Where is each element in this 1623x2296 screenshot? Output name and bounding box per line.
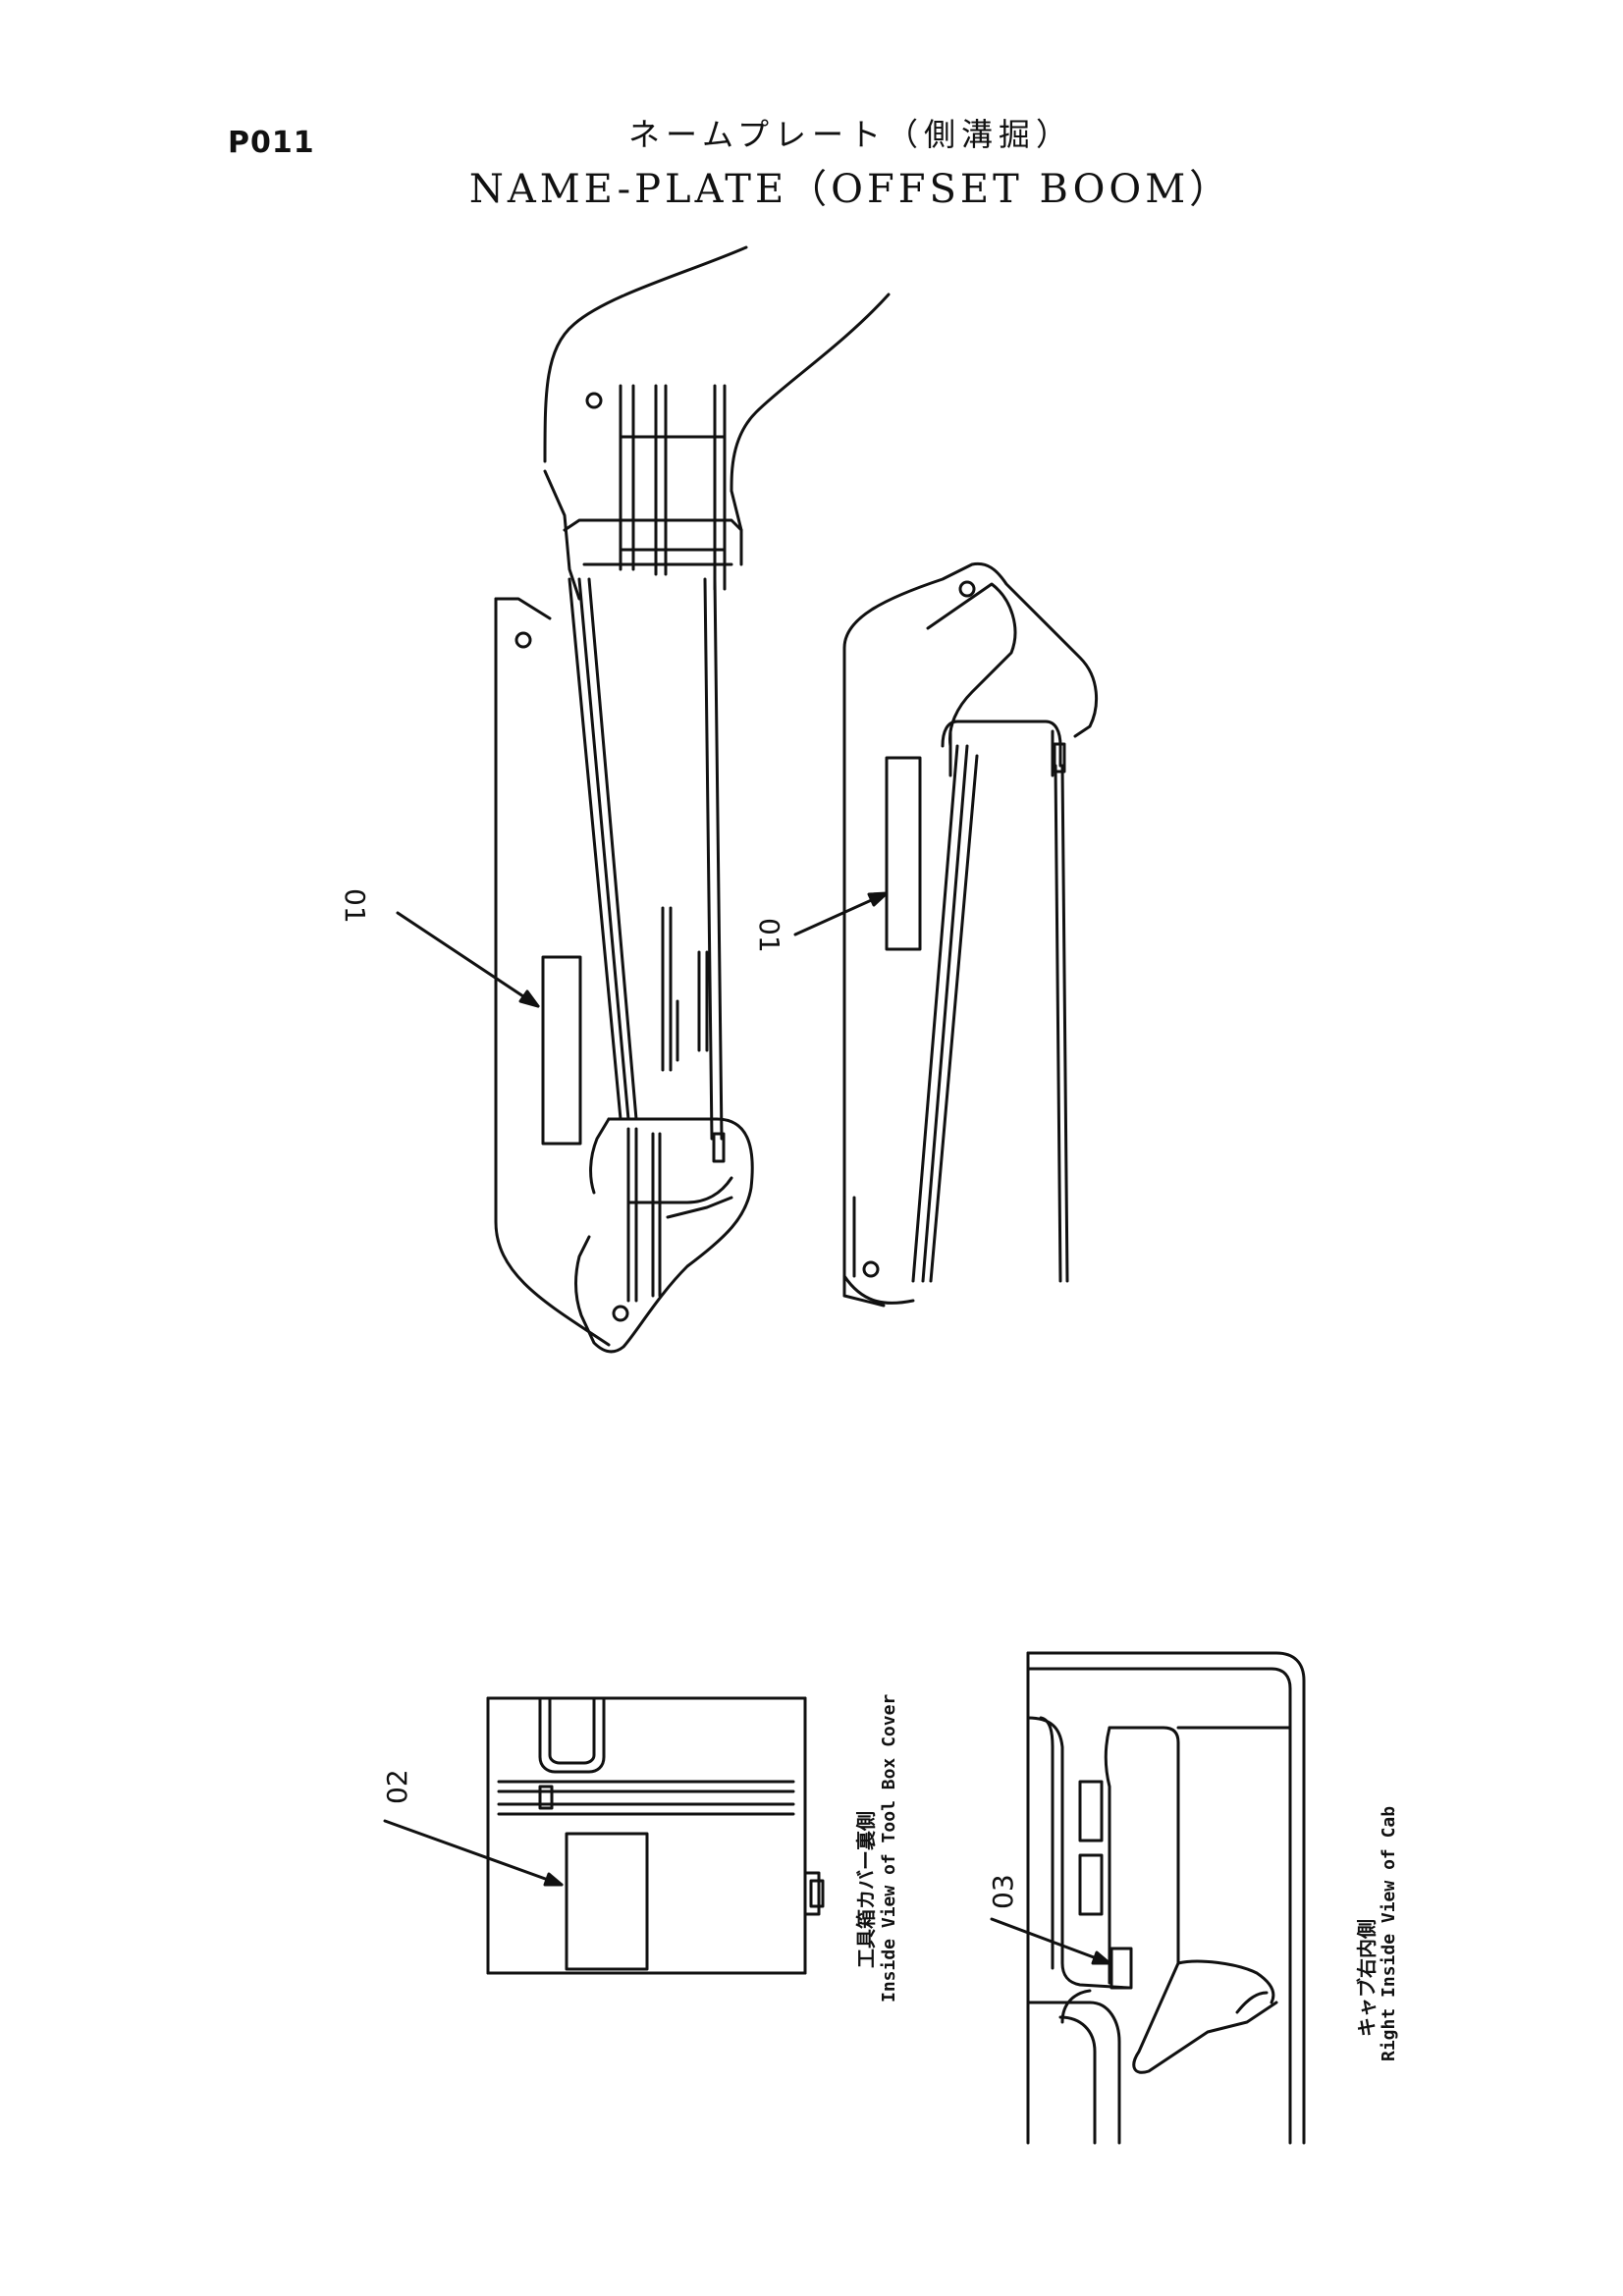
callout-02: 02 xyxy=(381,1769,413,1804)
toolbox-caption-en: Inside View of Tool Box Cover xyxy=(879,1693,899,2002)
cab-view xyxy=(990,1651,1306,2145)
boom-right xyxy=(842,561,1099,1308)
title-japanese: ネームプレート（側溝掘） xyxy=(627,116,1074,153)
cab-caption-en: Right Inside View of Cab xyxy=(1379,1805,1399,2061)
leader-01-left xyxy=(396,911,540,1008)
page-code: P011 xyxy=(228,126,315,160)
toolbox-caption-jp: 工具箱カバー裏側 xyxy=(854,1811,878,1968)
title-english: NAME-PLATE（OFFSET BOOM） xyxy=(468,167,1233,212)
cab-caption-jp: キャブ右内側 xyxy=(1355,1919,1379,2037)
callout-01-right: 01 xyxy=(753,918,785,953)
leader-01-right xyxy=(793,891,889,936)
callout-03: 03 xyxy=(987,1874,1019,1909)
boom-left xyxy=(494,245,891,1354)
callout-01-left: 01 xyxy=(339,888,371,924)
toolbox-view xyxy=(383,1696,825,1975)
